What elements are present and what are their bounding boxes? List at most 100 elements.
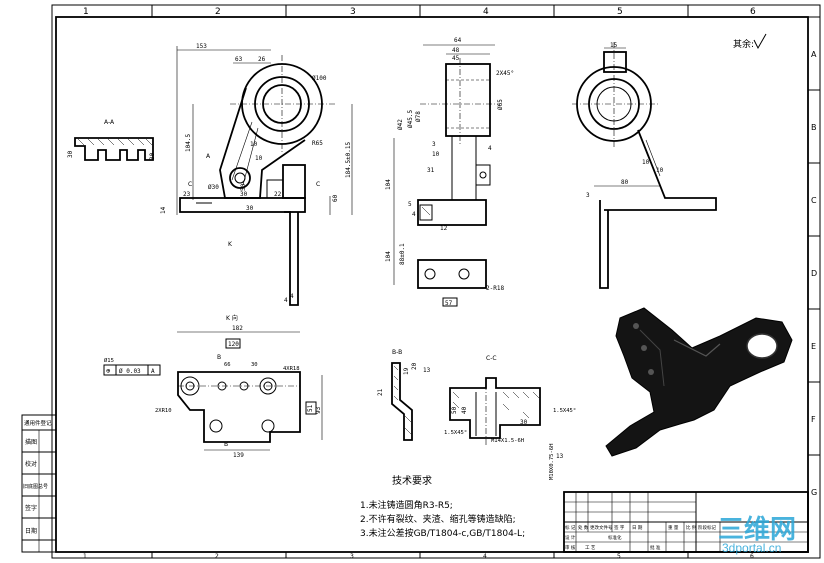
svg-text:63: 63: [235, 56, 243, 63]
svg-text:4: 4: [290, 293, 294, 300]
svg-text:10: 10: [642, 159, 650, 166]
tech-req-title: 技术要求: [392, 474, 432, 487]
svg-text:13: 13: [556, 453, 564, 460]
svg-text:139: 139: [233, 452, 244, 459]
col-label: 2: [215, 7, 221, 17]
svg-text:更改文件号: 更改文件号: [590, 524, 613, 531]
svg-text:10: 10: [255, 155, 263, 162]
svg-text:104.5: 104.5: [185, 134, 192, 152]
svg-text:B-B: B-B: [392, 349, 402, 356]
svg-text:3: 3: [432, 141, 436, 148]
isometric-render: [605, 307, 793, 457]
roughness-note: 其余:: [733, 33, 767, 50]
row-label: F: [811, 415, 816, 424]
svg-text:1.5X45°: 1.5X45°: [553, 408, 576, 414]
svg-text:3dportal.cn: 3dportal.cn: [722, 541, 781, 555]
svg-text:批 准: 批 准: [650, 544, 661, 551]
svg-text:3: 3: [586, 192, 590, 199]
svg-text:57: 57: [445, 300, 453, 307]
svg-text:30: 30: [149, 152, 156, 160]
title-block: 标 记 处 数 更改文件号 签 字 日 期 设 计 标准化 审 核 工 艺 批 …: [563, 491, 809, 553]
section-b-b: B-B 20 19 21 13: [377, 349, 431, 441]
tech-req-item: 3.未注公差按GB/T1804-c,GB/T1804-L;: [360, 527, 525, 539]
svg-text:⊕: ⊕: [106, 367, 111, 375]
svg-text:Ø15: Ø15: [104, 357, 114, 364]
left-cell-label: 通用件登记: [24, 419, 52, 427]
technical-requirements: 技术要求 1.未注铸造圆角R3-R5; 2.不许有裂纹、夹渣、缩孔等铸造缺陷; …: [360, 474, 525, 539]
row-label: B: [811, 123, 817, 132]
svg-text:5: 5: [408, 201, 412, 208]
col-label: 2: [215, 553, 219, 560]
svg-text:A: A: [206, 153, 211, 160]
right-row-labels: A B C D E F G: [811, 50, 817, 497]
svg-text:Ø45.5: Ø45.5: [407, 110, 414, 128]
col-label: 1: [83, 553, 87, 560]
svg-text:23: 23: [183, 191, 191, 198]
svg-text:19: 19: [403, 367, 410, 375]
svg-text:Ø78: Ø78: [415, 111, 422, 122]
svg-text:签 字: 签 字: [614, 524, 625, 531]
svg-text:88±0.1: 88±0.1: [399, 243, 406, 265]
svg-text:30: 30: [240, 191, 248, 198]
svg-text:A: A: [151, 368, 155, 375]
section-c-c: C-C 50 40 30 1.5X45° 1.5X45° M14X1.5-6H …: [444, 355, 576, 480]
svg-text:50: 50: [451, 406, 458, 414]
svg-text:31: 31: [427, 167, 435, 174]
svg-text:4: 4: [284, 297, 288, 304]
svg-text:比 例: 比 例: [686, 524, 697, 531]
svg-text:C: C: [188, 181, 192, 188]
svg-text:48: 48: [452, 47, 460, 54]
svg-text:10: 10: [250, 141, 258, 148]
svg-text:阶段标记: 阶段标记: [698, 524, 716, 531]
left-cell-label: 校对: [25, 460, 37, 468]
section-a-a: A-A 30 30: [67, 119, 156, 161]
svg-text:104: 104: [385, 251, 392, 262]
svg-text:2-R18: 2-R18: [486, 285, 504, 292]
svg-text:13: 13: [423, 367, 431, 374]
svg-text:C-C: C-C: [486, 355, 497, 362]
svg-text:K: K: [228, 241, 233, 248]
svg-text:51: 51: [307, 404, 314, 412]
svg-text:4: 4: [488, 145, 492, 152]
col-label: 5: [617, 7, 623, 17]
svg-text:Ø30: Ø30: [208, 184, 219, 191]
tech-req-item: 1.未注铸造圆角R3-R5;: [360, 499, 453, 511]
svg-text:12: 12: [440, 225, 448, 232]
svg-text:104: 104: [385, 179, 392, 190]
svg-text:设 计: 设 计: [565, 534, 576, 541]
svg-text:审 核: 审 核: [565, 544, 576, 551]
svg-text:处 数: 处 数: [578, 524, 589, 531]
tech-req-item: 2.不许有裂纹、夹渣、缩孔等铸造缺陷;: [360, 513, 516, 525]
svg-text:K 向: K 向: [226, 314, 238, 322]
side-view: 64 48 45 2X45° Ø45.5 Ø78 Ø65 Ø42 3 10 31…: [385, 37, 514, 307]
svg-text:120: 120: [228, 341, 239, 348]
col-label: 3: [350, 7, 356, 17]
right-view: 15 10 10 80 3: [572, 42, 717, 289]
col-label: 6: [750, 553, 754, 560]
front-view: 153 63 26 Ø100 Ø30 50 30 22 23 30 60: [160, 43, 353, 306]
svg-text:20: 20: [411, 362, 418, 370]
left-cell-label: 签字: [25, 504, 37, 512]
svg-text:26: 26: [258, 56, 266, 63]
svg-text:日 期: 日 期: [632, 525, 643, 531]
svg-text:184.5±0.15: 184.5±0.15: [345, 141, 352, 178]
svg-text:10: 10: [656, 167, 664, 174]
svg-text:Ø65: Ø65: [497, 99, 504, 110]
svg-text:30: 30: [251, 362, 258, 368]
svg-text:14: 14: [160, 206, 167, 214]
svg-text:4XR18: 4XR18: [283, 366, 300, 372]
watermark-logo: 三维网 3dportal.cn: [718, 514, 796, 555]
svg-text:21: 21: [377, 388, 384, 396]
left-cell-label: 描图: [25, 438, 37, 446]
svg-text:C: C: [316, 181, 320, 188]
drawing-border: [51, 4, 821, 559]
svg-text:182: 182: [232, 325, 243, 332]
row-label: C: [811, 196, 817, 205]
svg-text:B: B: [217, 354, 221, 361]
col-label: 3: [350, 553, 354, 560]
svg-text:工 艺: 工 艺: [585, 545, 596, 551]
svg-text:2X45°: 2X45°: [496, 70, 514, 77]
svg-text:Ø 0.03: Ø 0.03: [119, 368, 141, 375]
col-label: 6: [750, 7, 756, 17]
col-label: 4: [483, 7, 489, 17]
